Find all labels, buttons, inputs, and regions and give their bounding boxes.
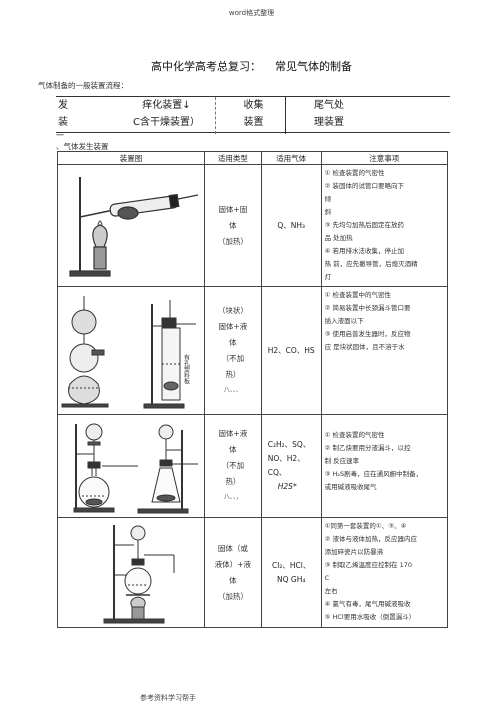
- header-gas: 适用气体: [260, 151, 322, 165]
- apparatus-solid-solid-heat: [57, 164, 205, 287]
- flow-step-collection: 收集 装置: [222, 97, 286, 134]
- apparatus-drawing: [103, 524, 175, 623]
- subtitle: 气体制备的一般装置流程：: [38, 81, 128, 90]
- apparatus-drawing: [73, 423, 198, 513]
- flow-dash: 一: [56, 131, 64, 140]
- gas-cell: Cl₂、HCl、 NQ GH₄: [260, 517, 322, 628]
- header-type: 适用类型: [204, 151, 262, 165]
- type-cell: 固体+固 体 （加热）: [204, 164, 262, 287]
- flow-step-generation: 发 装: [58, 100, 68, 128]
- table-row: 固体+液 体 （不加 热） 八、、， C₂H₂、SQ、 NO、H2、 CQ、 H…: [57, 414, 449, 518]
- notes-cell: ① 检查装置的气密性 ② 制乙炔要用分液漏斗，以控 制 反应速率 ③ H₂S剧毒…: [320, 414, 449, 518]
- apparatus-table: 装置图 适用类型 适用气体 注意事项: [57, 151, 449, 628]
- header-apparatus: 装置图: [57, 151, 205, 165]
- table-row: 有孔塑料板 （块状） 固体+液 体 （不加 热） 八、、、 H2、CO、HS ①…: [57, 286, 449, 415]
- flow-step-purification: 痒化装置↓ C含干燥装置）: [118, 97, 216, 134]
- table-row: 固体（或 液体）+液 体 （加热） Cl₂、HCl、 NQ GH₄ ①同第一套装…: [57, 517, 449, 628]
- notes-cell: ① 检查装置的气密性 ② 装固体的试管口要略向下 倾 斜 ③ 先均匀加热后固定在…: [320, 164, 449, 287]
- type-cell: 固体+液 体 （不加 热） 八、、，: [204, 414, 262, 518]
- notes-cell: ①同第一套装置的①、③、④ ② 液体与液体加热，反应器内应 添加碎瓷片以防暴沸 …: [320, 517, 449, 628]
- notes-cell: ① 检查装置中的气密性 ② 简易装置中长颈漏斗管口要 插入液面以下 ③ 使用启普…: [320, 286, 449, 415]
- apparatus-drawing: 有孔塑料板: [61, 295, 196, 408]
- type-cell: （块状） 固体+液 体 （不加 热） 八、、、: [204, 286, 262, 415]
- apparatus-kipp-generator: 有孔塑料板: [57, 286, 205, 415]
- section-label: 、气体发生装置: [56, 142, 109, 151]
- flow-step-tail-gas: 尾气处 理装置: [314, 100, 344, 128]
- table-header-row: 装置图 适用类型 适用气体 注意事项: [57, 151, 449, 165]
- apparatus-separatory-funnel-flask: [57, 414, 205, 518]
- perforated-plate-label: 有孔塑料板: [183, 353, 190, 385]
- header-notes: 注意事项: [320, 151, 449, 165]
- apparatus-liquid-heat: [57, 517, 205, 628]
- gas-cell: H2、CO、HS: [260, 286, 322, 415]
- gas-cell: C₂H₂、SQ、 NO、H2、 CQ、 H2S*: [260, 414, 322, 518]
- apparatus-drawing: [69, 176, 199, 277]
- flow-diagram: 发 装 痒化装置↓ C含干燥装置） 收集 装置 尾气处 理装置: [56, 96, 450, 134]
- footer: 参考资料学习帮手: [140, 694, 196, 702]
- page-title: 高中化学高考总复习： 常见气体的制备: [151, 60, 352, 73]
- table-row: 固体+固 体 （加热） Q、NH₃ ① 检查装置的气密性 ② 装固体的试管口要略…: [57, 164, 449, 287]
- gas-cell: Q、NH₃: [260, 164, 322, 287]
- type-cell: 固体（或 液体）+液 体 （加热）: [204, 517, 262, 628]
- header-note: word格式整理: [228, 9, 275, 17]
